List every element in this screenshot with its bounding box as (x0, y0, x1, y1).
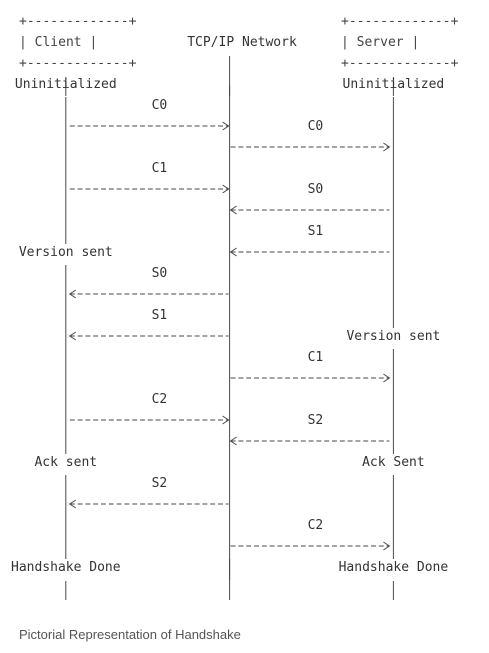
client-network-arrow (69, 121, 230, 131)
server-state-label: Handshake Done (339, 560, 449, 575)
client-network-arrow (68, 331, 229, 341)
message-label: C0 (152, 98, 168, 113)
message-label: C0 (308, 119, 324, 134)
client-state-label: Ack sent (34, 455, 97, 470)
message-arrows (68, 121, 391, 551)
server-state-label: Version sent (346, 329, 440, 344)
message-label: C1 (152, 161, 168, 176)
message-label: C2 (152, 392, 168, 407)
network-server-arrow (229, 247, 390, 257)
client-network-arrow (69, 184, 230, 194)
message-label: C1 (308, 350, 324, 365)
server-box: | Server | (341, 35, 419, 50)
message-label: S2 (152, 476, 168, 491)
network-server-arrow (230, 142, 391, 152)
network-server-arrow (229, 205, 390, 215)
client-network-arrow (68, 499, 229, 509)
client-box-bottom-border: +-------------+ (19, 56, 137, 71)
server-state-label: Ack Sent (362, 455, 425, 470)
network-server-arrow (230, 541, 391, 551)
lifelines (65, 56, 394, 600)
server-box-top-border: +-------------+ (341, 14, 459, 29)
client-network-arrow (69, 415, 230, 425)
client-box: | Client | (19, 35, 97, 50)
message-label: S2 (308, 413, 324, 428)
message-label: S1 (308, 224, 324, 239)
client-network-arrow (68, 289, 229, 299)
client-state-label: Version sent (19, 245, 113, 260)
client-state-label: Uninitialized (15, 77, 117, 92)
message-label: S1 (152, 308, 168, 323)
message-label: C2 (308, 518, 324, 533)
diagram-caption: Pictorial Representation of Handshake (19, 627, 241, 642)
network-server-arrow (229, 436, 390, 446)
network-server-arrow (230, 373, 391, 383)
client-state-label: Handshake Done (11, 560, 121, 575)
message-label: S0 (308, 182, 324, 197)
server-box-bottom-border: +-------------+ (341, 56, 459, 71)
client-box-top-border: +-------------+ (19, 14, 137, 29)
server-state-label: Uninitialized (343, 77, 445, 92)
handshake-sequence-diagram: +-------------+ | Client | +------------… (11, 14, 459, 600)
network-label: TCP/IP Network (187, 35, 297, 50)
message-label: S0 (152, 266, 168, 281)
